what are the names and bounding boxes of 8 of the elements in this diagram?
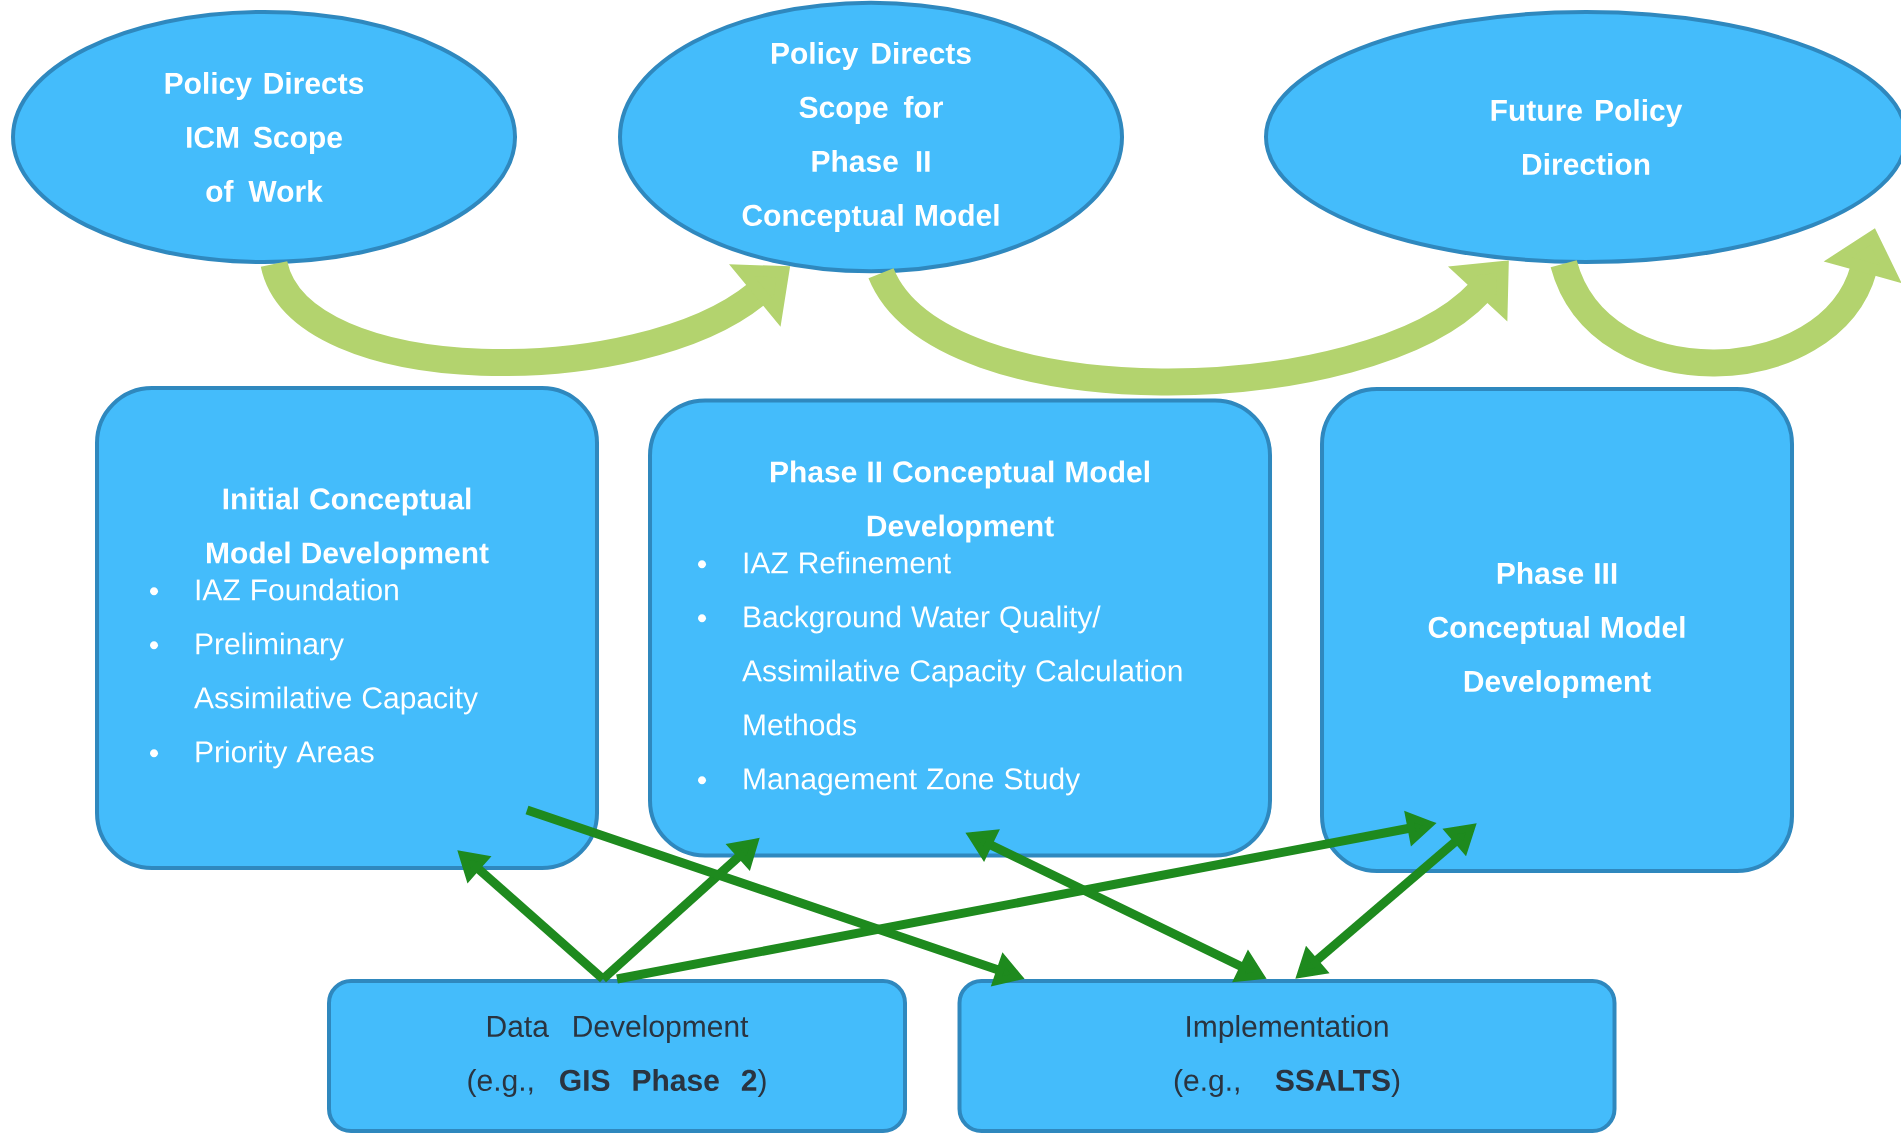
oval-bubble: Policy Directs ICM Scope of Work: [11, 10, 517, 264]
rounded-box: Implementation (e.g., SSALTS): [957, 979, 1617, 1133]
oval-bubble: Policy Directs Scope for Phase II Conceptual Model: [618, 0, 1124, 274]
rounded-box: Data Development (e.g., GIS Phase 2): [327, 979, 907, 1133]
rounded-box: Phase III Conceptual Model Development: [1320, 387, 1794, 873]
rounded-box: Phase II Conceptual Model Development IAZ Refinement Background Water Quality/ Assimilative Capacity Calculation Methods Management Zone Study: [648, 398, 1272, 858]
rounded-box: Initial Conceptual Model Development IAZ Foundation Preliminary Assimilative Capacity Priority Areas: [95, 386, 599, 870]
oval-bubble: Future Policy Direction: [1264, 10, 1901, 264]
